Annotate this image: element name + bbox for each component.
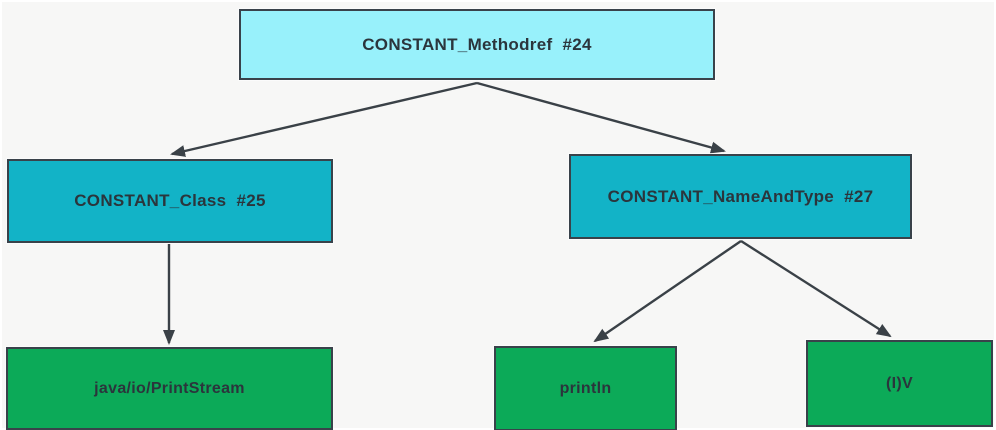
node-constant-class: CONSTANT_Class #25 bbox=[7, 159, 333, 243]
edge-methodref-to-class bbox=[170, 81, 478, 157]
node-constant-methodref: CONSTANT_Methodref #24 bbox=[239, 9, 715, 80]
node-println: println bbox=[494, 346, 677, 430]
node-constant-methodref-label: CONSTANT_Methodref #24 bbox=[362, 34, 592, 54]
node-method-descriptor: (I)V bbox=[806, 340, 993, 427]
node-constant-class-label: CONSTANT_Class #25 bbox=[74, 191, 266, 210]
node-constant-nameandtype: CONSTANT_NameAndType #27 bbox=[569, 154, 912, 239]
edge-nameandtype-to-println bbox=[593, 240, 742, 343]
node-constant-nameandtype-label: CONSTANT_NameAndType #27 bbox=[607, 186, 874, 206]
edge-nameandtype-to-descriptor bbox=[740, 239, 892, 338]
node-method-descriptor-label: (I)V bbox=[886, 374, 913, 392]
node-println-label: println bbox=[559, 379, 612, 397]
node-printstream-label: java/io/PrintStream bbox=[94, 379, 245, 397]
edge-methodref-to-nameandtype bbox=[476, 81, 726, 154]
node-printstream: java/io/PrintStream bbox=[6, 347, 333, 430]
